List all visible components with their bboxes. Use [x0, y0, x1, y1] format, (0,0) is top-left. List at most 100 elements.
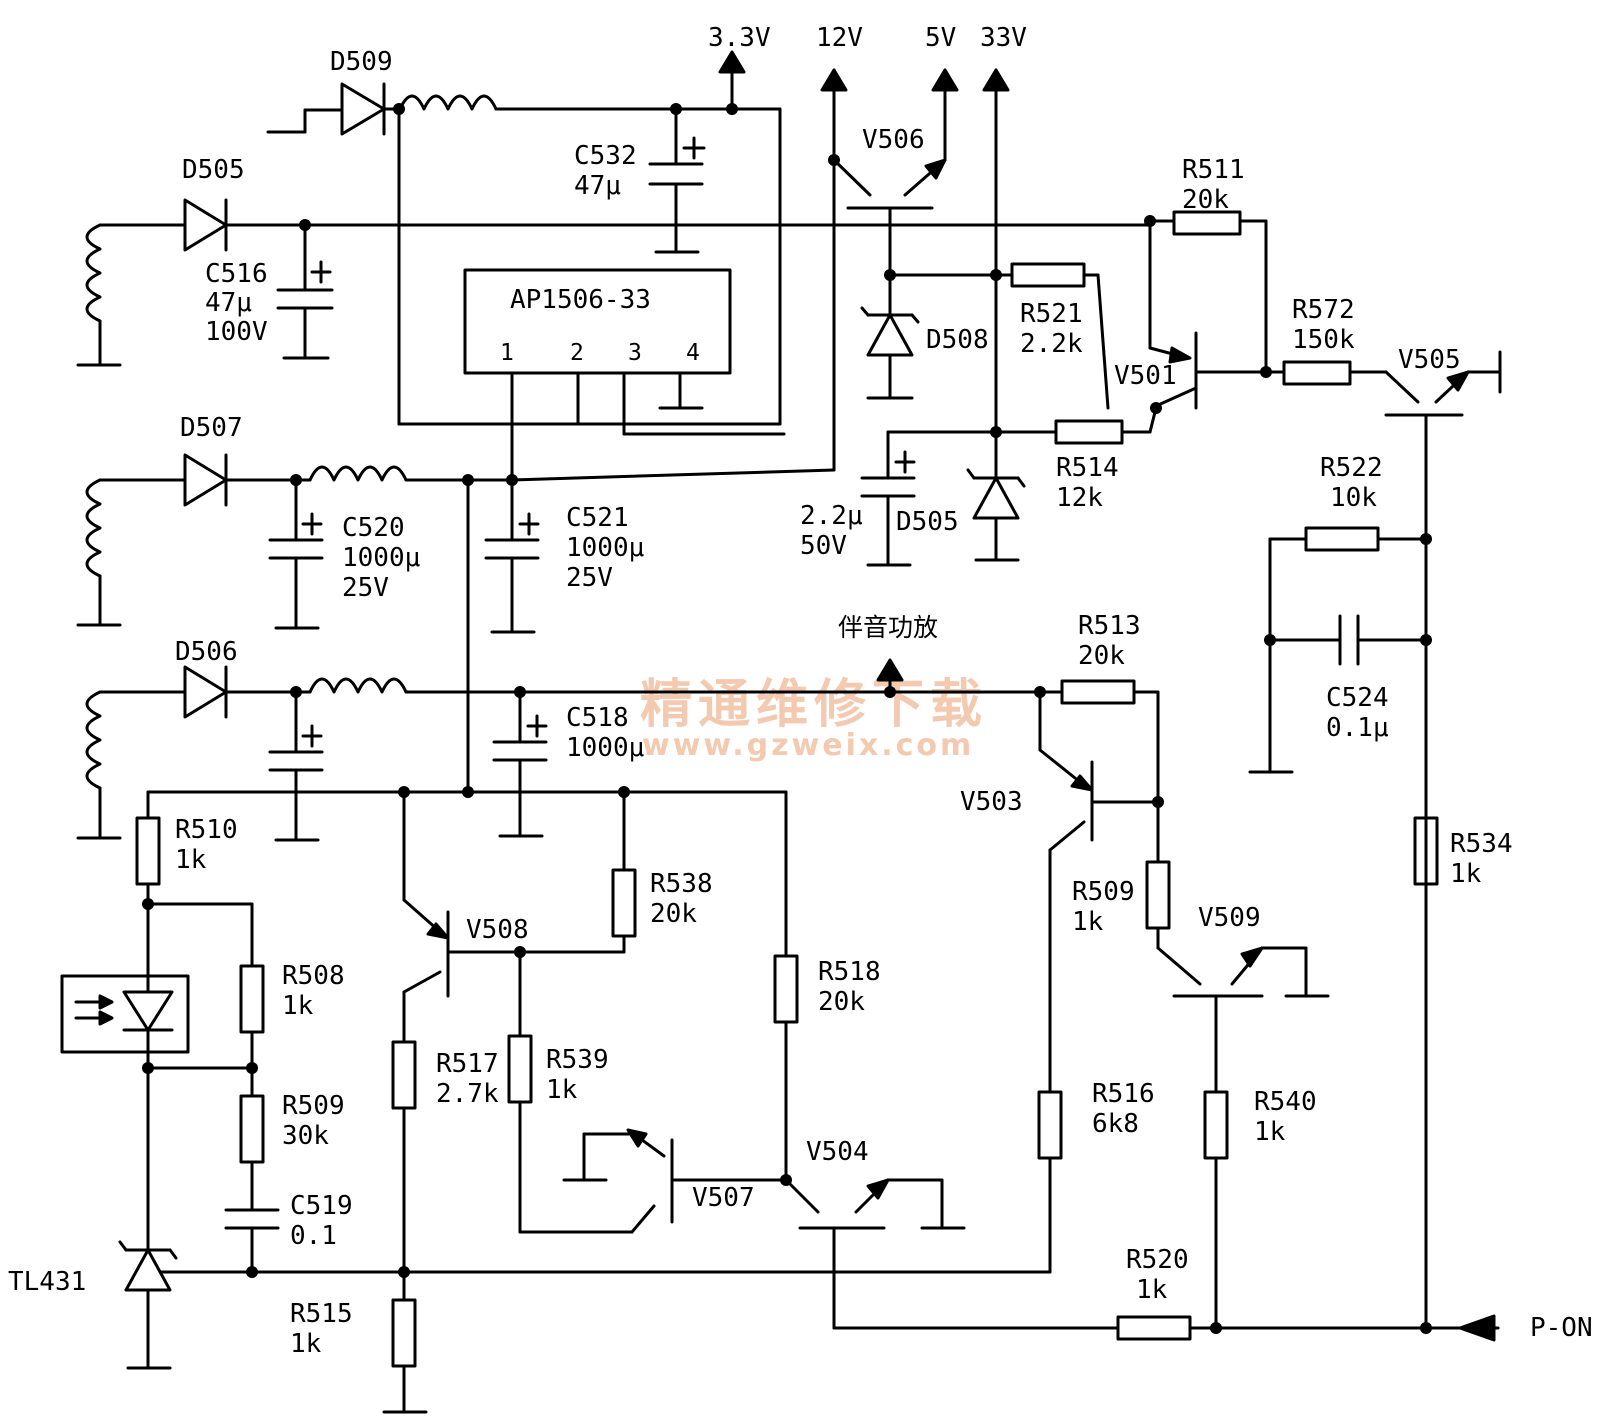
c519-value: 0.1 — [290, 1221, 337, 1251]
c520-ref: C520 — [342, 513, 405, 543]
ic-name: AP1506-33 — [510, 285, 651, 315]
v509-transistor — [1156, 946, 1330, 1094]
rail-12v-label: 12V — [816, 23, 863, 53]
r572-value: 150k — [1292, 325, 1355, 355]
p-on-label: P-ON — [1530, 1313, 1593, 1343]
c524-ref: C524 — [1326, 683, 1389, 713]
r517-ref: R517 — [436, 1049, 499, 1079]
v505-transistor — [1384, 350, 1502, 1330]
d507-ref: D507 — [180, 413, 243, 443]
p-on-arrow[interactable] — [1458, 1314, 1496, 1342]
d505b-ref: D505 — [896, 507, 959, 537]
v507-transistor — [562, 1128, 788, 1224]
d507-branch — [76, 453, 540, 798]
r509b-ref: R509 — [282, 1091, 345, 1121]
v505-ref: V505 — [1398, 345, 1461, 375]
ic-pin-4: 4 — [686, 340, 700, 366]
r539-resistor — [507, 950, 656, 1234]
c519-capacitor — [224, 1208, 280, 1278]
r572-resistor — [1264, 360, 1388, 386]
audio-amp-label: 伴音功放 — [838, 613, 938, 642]
r521-ref: R521 — [1020, 299, 1083, 329]
r539-ref: R539 — [546, 1045, 609, 1075]
c-2u2-capacitor — [860, 430, 916, 567]
r515-value: 1k — [290, 1329, 322, 1359]
r517-resistor — [391, 1040, 417, 1274]
r540-resistor — [1203, 1090, 1229, 1334]
d508-ref: D508 — [926, 325, 989, 355]
r513-value: 20k — [1078, 641, 1125, 671]
v501-ref: V501 — [1114, 361, 1177, 391]
r534-ref: R534 — [1450, 829, 1513, 859]
r540-ref: R540 — [1254, 1087, 1317, 1117]
c516-voltage: 100V — [205, 317, 268, 347]
c532-ref: C532 — [574, 141, 637, 171]
v506-transistor — [832, 68, 959, 277]
c2u2-voltage: 50V — [800, 531, 847, 561]
r572-ref: R572 — [1292, 295, 1355, 325]
optocoupler — [60, 974, 258, 1074]
r509b-resistor — [239, 1066, 265, 1212]
r513-resistor — [1060, 679, 1164, 808]
ic-pin-1: 1 — [500, 340, 514, 366]
v508-transistor — [402, 790, 626, 1044]
c520-voltage: 25V — [342, 573, 389, 603]
c521-ref: C521 — [566, 503, 629, 533]
d505a-ref: D505 — [182, 155, 245, 185]
r511-ref: R511 — [1182, 155, 1245, 185]
v503-ref: V503 — [960, 787, 1023, 817]
watermark-cn: 精通维修下载 — [640, 675, 988, 735]
tl431-regulator — [118, 1240, 406, 1370]
r515-resistor — [382, 1266, 428, 1414]
r538-resistor — [611, 790, 637, 954]
r516-ref: R516 — [1092, 1079, 1155, 1109]
c524-value: 0.1μ — [1326, 713, 1389, 743]
watermark-url: www.gzweix.com — [642, 728, 974, 763]
c521-value: 1000μ — [566, 533, 644, 563]
r522-value: 10k — [1330, 483, 1377, 513]
r509a-ref: R509 — [1072, 877, 1135, 907]
ic-pin-2: 2 — [570, 340, 584, 366]
r509a-value: 1k — [1072, 907, 1104, 937]
r518-value: 20k — [818, 987, 865, 1017]
r508-resistor — [239, 902, 265, 1070]
r539-value: 1k — [546, 1075, 578, 1105]
r520-value: 1k — [1136, 1275, 1168, 1305]
v504-transistor — [784, 1178, 966, 1230]
v503-transistor — [1038, 690, 1160, 1094]
rail-12v — [510, 68, 848, 482]
r518-resistor — [773, 954, 799, 1186]
d505b-zener — [966, 430, 1026, 520]
r513-ref: R513 — [1078, 611, 1141, 641]
r520-ref: R520 — [1126, 1245, 1189, 1275]
r514-value: 12k — [1056, 483, 1103, 513]
r540-value: 1k — [1254, 1117, 1286, 1147]
rail-5v-label: 5V — [925, 23, 956, 53]
r521-value: 2.2k — [1020, 329, 1083, 359]
r510-value: 1k — [175, 845, 207, 875]
r522-resistor — [1248, 526, 1432, 774]
r518-ref: R518 — [818, 957, 881, 987]
r508-ref: R508 — [282, 961, 345, 991]
r515-ref: R515 — [290, 1299, 353, 1329]
c532-value: 47μ — [574, 171, 621, 201]
r534-resistor — [1413, 816, 1439, 886]
d506-ref: D506 — [175, 637, 238, 667]
d508-zener — [860, 269, 998, 400]
r509b-value: 30k — [282, 1121, 329, 1151]
c521-voltage: 25V — [566, 563, 613, 593]
r538-value: 20k — [650, 899, 697, 929]
c516-ref: C516 — [205, 259, 268, 289]
d509-ref: D509 — [330, 47, 393, 77]
c520-value: 1000μ — [342, 543, 420, 573]
v506-ref: V506 — [862, 125, 925, 155]
rail-3v3-arrow — [718, 50, 746, 111]
r509a-resistor — [1145, 800, 1171, 950]
c2u2-value: 2.2μ — [800, 501, 863, 531]
v508-ref: V508 — [466, 915, 529, 945]
ic-pin-3: 3 — [628, 340, 642, 366]
c518-ref: C518 — [566, 703, 629, 733]
r511-resistor — [1148, 210, 1268, 374]
v507-ref: V507 — [692, 1183, 755, 1213]
rail-33v-label: 33V — [980, 23, 1027, 53]
